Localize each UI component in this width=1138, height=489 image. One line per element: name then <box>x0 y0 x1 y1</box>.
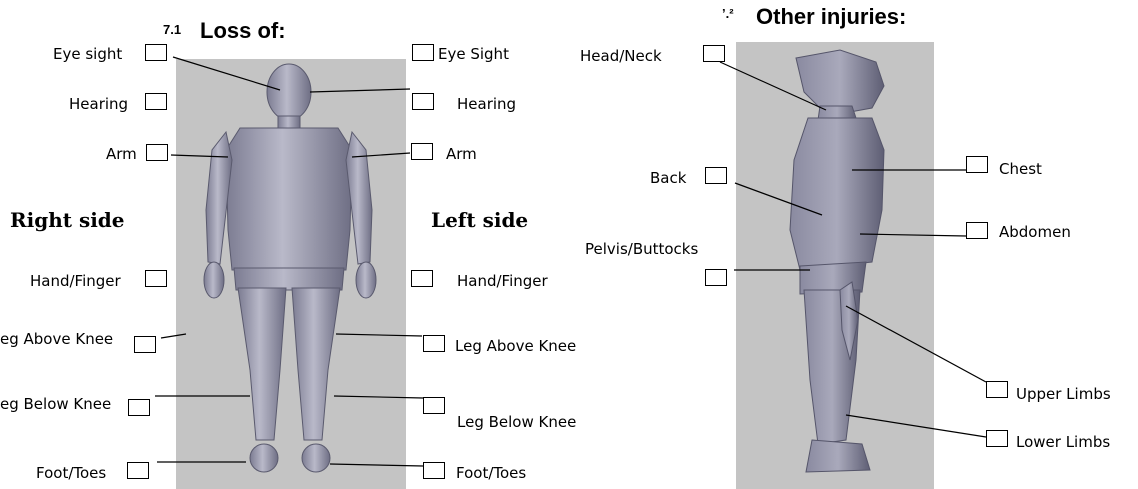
abdomen-label: Abdomen <box>999 223 1071 241</box>
head-neck-label: Head/Neck <box>580 47 662 65</box>
left-eye-sight-checkbox[interactable] <box>412 44 434 61</box>
back-label: Back <box>650 169 686 187</box>
head-neck-checkbox[interactable] <box>703 45 725 62</box>
section-number-7-2: ’.² <box>722 6 734 21</box>
right-leg-below-knee-checkbox[interactable] <box>128 399 150 416</box>
back-checkbox[interactable] <box>705 167 727 184</box>
front-body-figure <box>204 64 376 472</box>
section-title-other-injuries: Other injuries: <box>756 4 906 30</box>
right-leg-above-knee-label: eg Above Knee <box>0 330 113 348</box>
chest-label: Chest <box>999 160 1042 178</box>
right-arm-checkbox[interactable] <box>146 144 168 161</box>
right-foot-toes-checkbox[interactable] <box>127 462 149 479</box>
left-arm-checkbox[interactable] <box>411 143 433 160</box>
abdomen-checkbox[interactable] <box>966 222 988 239</box>
right-hearing-checkbox[interactable] <box>145 93 167 110</box>
left-hearing-label: Hearing <box>457 95 516 113</box>
left-eye-sight-label: Eye Sight <box>438 45 509 63</box>
left-leg-below-knee-label: Leg Below Knee <box>457 413 576 431</box>
left-hand-finger-label: Hand/Finger <box>457 272 548 290</box>
left-hand-finger-checkbox[interactable] <box>411 270 433 287</box>
left-foot-toes-checkbox[interactable] <box>423 462 445 479</box>
left-foot-toes-label: Foot/Toes <box>456 464 526 482</box>
section-title-loss-of: Loss of: <box>200 18 286 44</box>
right-leg-below-knee-label: eg Below Knee <box>0 395 111 413</box>
right-foot-toes-label: Foot/Toes <box>36 464 106 482</box>
pelvis-buttocks-label: Pelvis/Buttocks <box>585 240 698 258</box>
chest-checkbox[interactable] <box>966 156 988 173</box>
left-arm-label: Arm <box>446 145 477 163</box>
right-eye-sight-checkbox[interactable] <box>145 44 167 61</box>
right-hand-finger-checkbox[interactable] <box>145 270 167 287</box>
section-number-7-1: 7.1 <box>163 22 181 37</box>
left-side-heading: Left side <box>431 208 528 232</box>
pelvis-buttocks-checkbox[interactable] <box>705 269 727 286</box>
right-side-heading: Right side <box>10 208 125 232</box>
left-leg-above-knee-checkbox[interactable] <box>423 335 445 352</box>
right-eye-sight-label: Eye sight <box>53 45 122 63</box>
right-leg-above-knee-checkbox[interactable] <box>134 336 156 353</box>
upper-limbs-checkbox[interactable] <box>986 381 1008 398</box>
left-hearing-checkbox[interactable] <box>412 93 434 110</box>
right-hand-finger-label: Hand/Finger <box>30 272 121 290</box>
left-leg-below-knee-checkbox[interactable] <box>423 397 445 414</box>
lower-limbs-checkbox[interactable] <box>986 430 1008 447</box>
left-leg-above-knee-label: Leg Above Knee <box>455 337 576 355</box>
side-body-figure <box>790 50 884 472</box>
right-hearing-label: Hearing <box>69 95 128 113</box>
upper-limbs-label: Upper Limbs <box>1016 385 1111 403</box>
right-arm-label: Arm <box>106 145 137 163</box>
lower-limbs-label: Lower Limbs <box>1016 433 1110 451</box>
